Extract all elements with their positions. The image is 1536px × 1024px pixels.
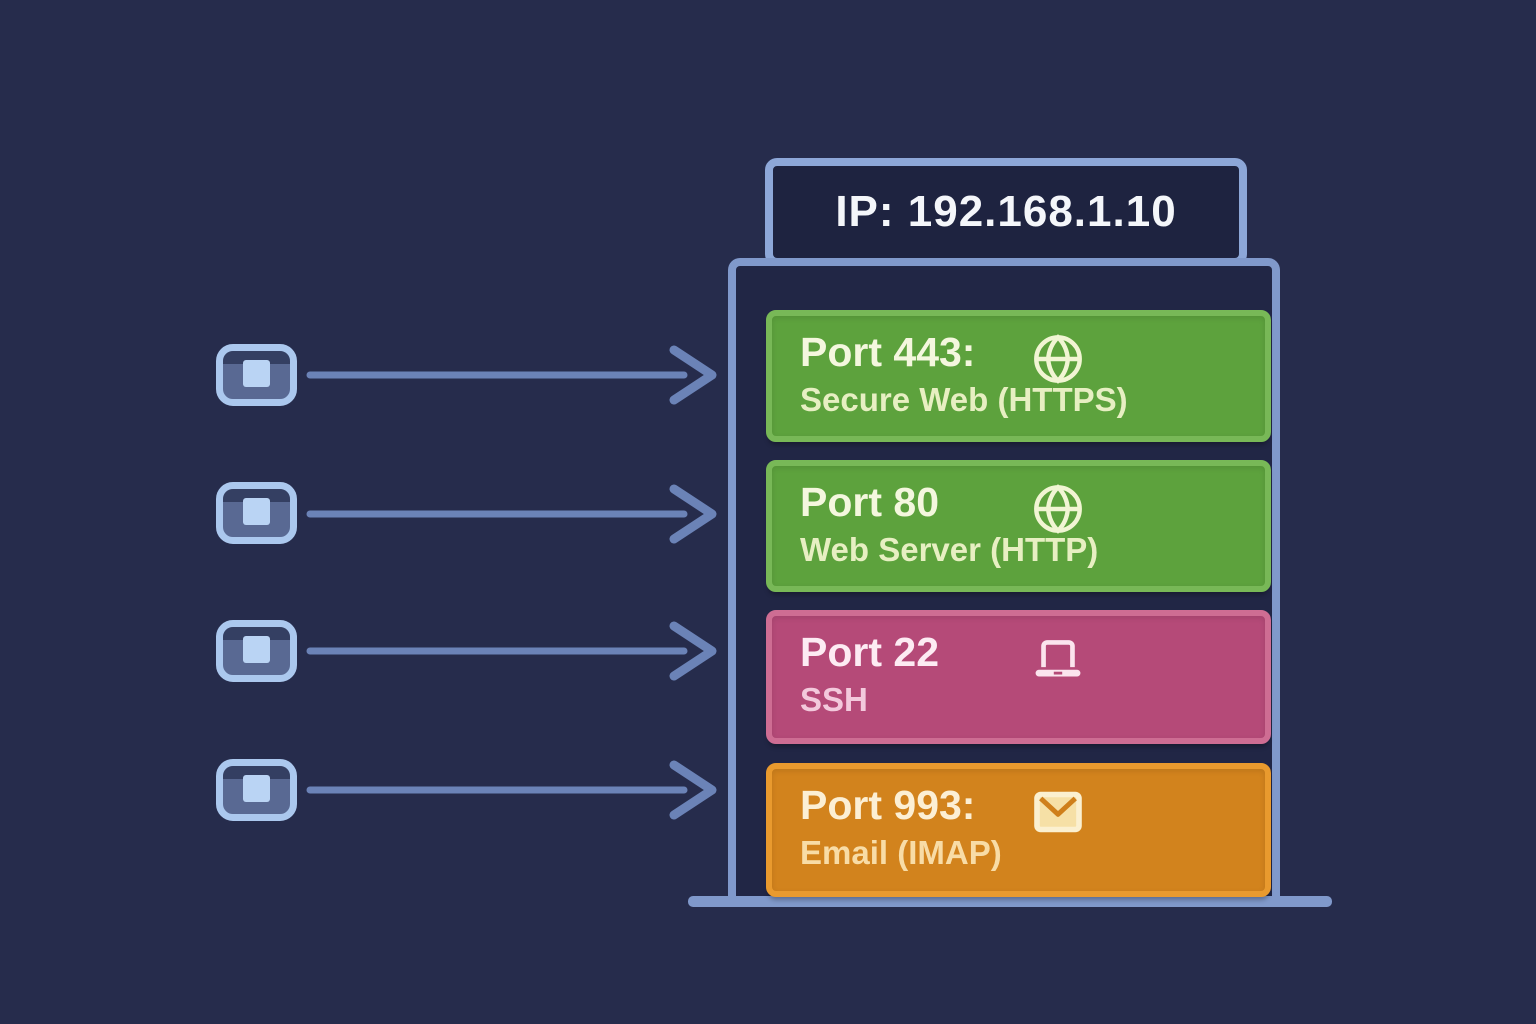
client-device-icon [216,482,297,544]
port-title: Port 443: [800,329,976,375]
client-titlebar [223,489,290,502]
client-device-icon [216,344,297,406]
client-titlebar [223,766,290,779]
arrow-right-icon [306,345,717,405]
mail-icon [1034,791,1082,833]
port-row-80: Port 80 Web Server (HTTP) [766,460,1271,592]
client-device-icon [216,620,297,682]
port-title: Port 22 [800,629,939,675]
port-row-443: Port 443: Secure Web (HTTPS) [766,310,1271,442]
client-titlebar [223,627,290,640]
client-titlebar [223,351,290,364]
client-screen [243,775,270,802]
laptop-icon [1035,640,1081,677]
client-screen [243,636,270,663]
port-subtitle: Email (IMAP) [800,834,1002,872]
ip-address-label: IP: 192.168.1.10 [835,187,1177,236]
globe-icon [1034,334,1082,384]
port-subtitle: Web Server (HTTP) [800,531,1099,569]
port-subtitle: Secure Web (HTTPS) [800,381,1128,419]
arrow-right-icon [306,760,717,820]
client-screen [243,498,270,525]
port-row-22: Port 22 SSH [766,610,1271,744]
client-device-icon [216,759,297,821]
globe-icon [1034,484,1082,534]
port-row-993: Port 993: Email (IMAP) [766,763,1271,897]
port-title: Port 993: [800,782,976,828]
arrow-right-icon [306,484,717,544]
server-base-line [688,896,1332,907]
port-subtitle: SSH [800,681,868,719]
ip-address-box: IP: 192.168.1.10 [765,158,1247,266]
arrow-right-icon [306,621,717,681]
port-title: Port 80 [800,479,939,525]
client-screen [243,360,270,387]
